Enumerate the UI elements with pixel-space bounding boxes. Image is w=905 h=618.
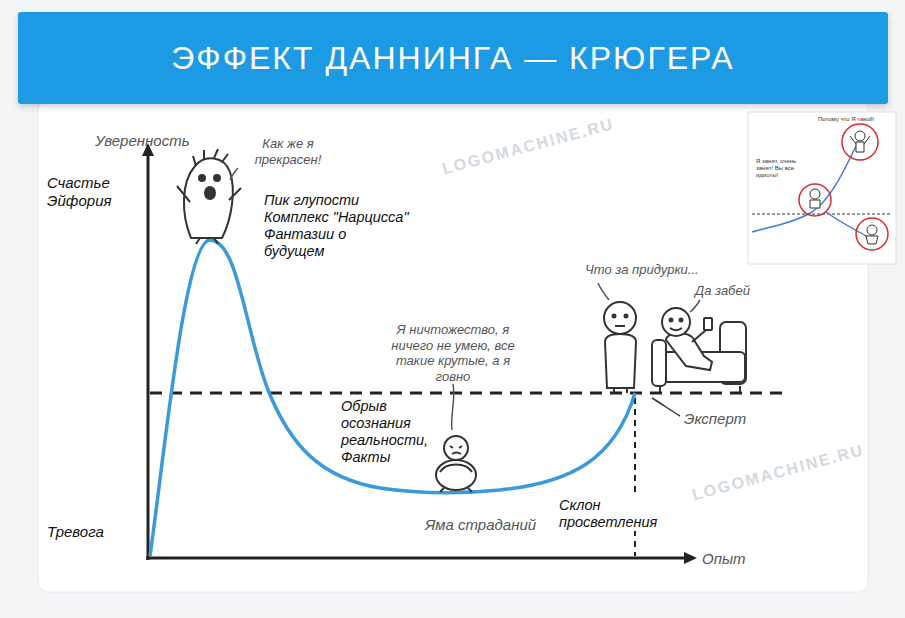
expert-level-line — [150, 392, 790, 395]
inset-text: Я занят, очень занят! Вы все идиоты! — [756, 158, 804, 179]
stage-label: Обрыв осознания реальности, Факты — [341, 398, 433, 466]
proud-figure — [177, 149, 241, 244]
axis-label: Уверенность — [95, 132, 190, 150]
speech-leader — [452, 384, 454, 430]
expert-label: Эксперт — [684, 410, 746, 428]
axis-label: Опыт — [702, 550, 745, 568]
inset-text: Потому что Я такой! — [818, 116, 874, 123]
expert-leader — [652, 398, 680, 416]
expert-drop-line — [634, 398, 636, 556]
level-label: Тревога — [47, 523, 104, 541]
speech-leader — [690, 300, 700, 312]
speech-leader — [230, 168, 238, 180]
speech-leader — [598, 283, 609, 300]
speech-text: Да забей — [695, 283, 750, 299]
speech-text: Что за придурки... — [585, 262, 699, 278]
stage-label: Яма страданий — [425, 516, 536, 534]
card — [38, 100, 868, 592]
title-band — [18, 12, 888, 104]
axis-arrow — [684, 552, 697, 564]
speech-text: Я ничтожество, я ничего не умею, все так… — [378, 322, 528, 384]
expert-figure — [604, 302, 636, 393]
axes — [146, 152, 688, 560]
diagram-title: ЭФФЕКТ ДАННИНГА — КРЮГЕРА — [18, 12, 888, 104]
speech-text: Как же я прекрасен! — [242, 136, 334, 167]
stage-label: Пик глупости Комплекс "Нарцисса" Фантази… — [264, 192, 409, 260]
level-label: Счастье Эйфория — [47, 174, 129, 210]
sofa-figure — [652, 308, 746, 392]
sad-figure — [436, 436, 476, 492]
inset-picture — [748, 112, 896, 264]
stage-label: Склон просветления — [557, 497, 653, 531]
